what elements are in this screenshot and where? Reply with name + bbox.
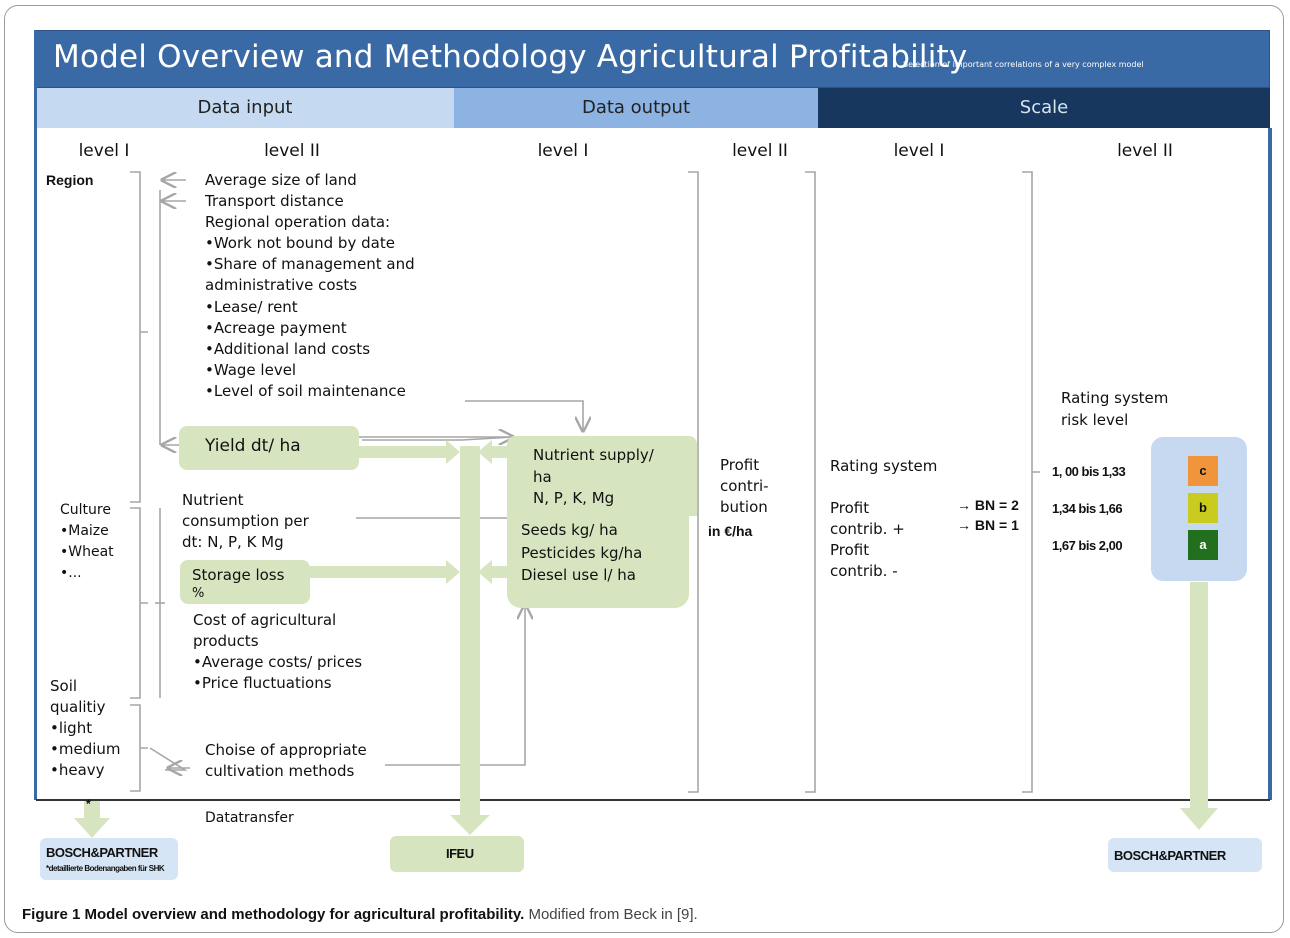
culture-item: •... (60, 565, 82, 581)
diagram-subtitle: Selection of important correlations of a… (903, 60, 1144, 69)
profit-line: bution (720, 498, 768, 516)
culture-item: •Wheat (60, 544, 114, 560)
asterisk-mark: * (86, 797, 91, 811)
range-row: 1,67 bis 2,00 (1052, 538, 1123, 553)
profit-line: contri- (720, 477, 769, 495)
input-item: •Lease/ rent (205, 298, 298, 316)
nutrient-consumption-line: Nutrient (182, 491, 244, 509)
input-item: Average size of land (205, 171, 357, 189)
nutrient-supply-line: N, P, K, Mg (533, 489, 615, 507)
caption-normal: Modified from Beck in [9]. (524, 906, 698, 923)
cultivation-line: cultivation methods (205, 762, 355, 780)
profit-line: Profit (720, 456, 760, 474)
soil-label: qualitiy (50, 698, 106, 716)
title-bar: Model Overview and Methodology Agricultu… (36, 30, 1270, 88)
storage-loss-unit: % (192, 586, 205, 601)
header-data-input: Data input (36, 88, 454, 128)
level-label: level II (1117, 141, 1173, 161)
yield-label: Yield dt/ ha (205, 436, 301, 456)
profit-contrib-line: Profit (830, 499, 870, 517)
right-border-line (1268, 128, 1272, 800)
soil-item: •heavy (50, 761, 105, 779)
cost-products-line: Cost of agricultural (193, 611, 337, 629)
seeds-line: Diesel use l/ ha (521, 566, 636, 584)
bn-2-label: → BN = 2 (957, 497, 1019, 513)
seeds-line: Pesticides kg/ha (521, 544, 643, 562)
logo-bosch-partner-left: BOSCH&PARTNER *detaillierte Bodenangaben… (40, 838, 178, 880)
figure-frame (4, 5, 1284, 933)
range-row: 1, 00 bis 1,33 (1052, 464, 1126, 479)
seeds-line: Seeds kg/ ha (521, 521, 618, 539)
soil-label: Soil (50, 677, 78, 695)
level-label: level I (537, 141, 589, 161)
profit-unit: in €/ha (708, 523, 753, 539)
logo-ifeu: IFEU (390, 836, 524, 872)
rating-risk-title: risk level (1061, 411, 1129, 429)
figure-caption: Figure 1 Model overview and methodology … (22, 906, 698, 923)
datatransfer-label: Datatransfer (205, 810, 294, 826)
profit-contrib-line: contrib. + (830, 520, 905, 538)
logo-left-text: BOSCH&PARTNER (46, 845, 158, 860)
bn-1-label: → BN = 1 (957, 517, 1019, 533)
nutrient-consumption-line: consumption per (182, 512, 309, 530)
level-label: level II (732, 141, 788, 161)
input-item: •Acreage payment (205, 319, 347, 337)
yield-box: Yield dt/ ha (179, 426, 359, 470)
grade-a-cell: a (1188, 530, 1218, 560)
left-border-line (34, 30, 37, 800)
profit-contrib-line: Profit (830, 541, 870, 559)
storage-loss-label: Storage loss (192, 566, 285, 584)
grade-b-cell: b (1188, 493, 1218, 523)
storage-loss-box: Storage loss % (180, 560, 310, 604)
profit-contrib-line: contrib. - (830, 562, 898, 580)
level-label: level I (78, 141, 130, 161)
input-item: •Level of soil maintenance (205, 382, 406, 400)
input-item: •Wage level (205, 361, 297, 379)
range-row: 1,34 bis 1,66 (1052, 501, 1123, 516)
nutrient-supply-line: ha (533, 468, 552, 486)
input-item: Regional operation data: (205, 213, 391, 231)
cost-products-line: •Average costs/ prices (193, 653, 363, 671)
soil-item: •medium (50, 740, 121, 758)
logo-ifeu-text: IFEU (446, 846, 474, 861)
rating-system-label: Rating system (830, 457, 938, 475)
footer-divider (36, 799, 1270, 801)
grade-c-cell: c (1188, 456, 1218, 486)
cost-products-line: •Price fluctuations (193, 674, 332, 692)
input-item: Transport distance (205, 192, 344, 210)
nutrient-supply-box: Nutrient supply/ ha N, P, K, Mg (507, 436, 697, 516)
seeds-box: Seeds kg/ ha Pesticides kg/ha Diesel use… (507, 514, 689, 608)
logo-right-text: BOSCH&PARTNER (1114, 848, 1226, 863)
logo-left-note: *detaillierte Bodenangaben für SHK (46, 864, 165, 873)
rating-risk-title: Rating system (1061, 389, 1169, 407)
caption-bold: Figure 1 Model overview and methodology … (22, 906, 525, 923)
culture-item: •Maize (60, 523, 109, 539)
cost-products-line: products (193, 632, 259, 650)
nutrient-consumption-line: dt: N, P, K Mg (182, 533, 284, 551)
culture-label: Culture (60, 502, 111, 518)
header-scale: Scale (818, 88, 1270, 128)
soil-item: •light (50, 719, 93, 737)
diagram-title: Model Overview and Methodology Agricultu… (53, 39, 968, 75)
header-data-output: Data output (454, 88, 818, 128)
nutrient-supply-line: Nutrient supply/ (533, 446, 654, 464)
level-label: level II (264, 141, 320, 161)
region-label: Region (46, 172, 94, 188)
input-item: administrative costs (205, 276, 358, 294)
logo-bosch-partner-right: BOSCH&PARTNER (1108, 838, 1262, 872)
input-item: •Additional land costs (205, 340, 371, 358)
level-label: level I (893, 141, 945, 161)
input-item: •Work not bound by date (205, 234, 395, 252)
cultivation-line: Choise of appropriate (205, 741, 367, 759)
input-item: •Share of management and (205, 255, 415, 273)
